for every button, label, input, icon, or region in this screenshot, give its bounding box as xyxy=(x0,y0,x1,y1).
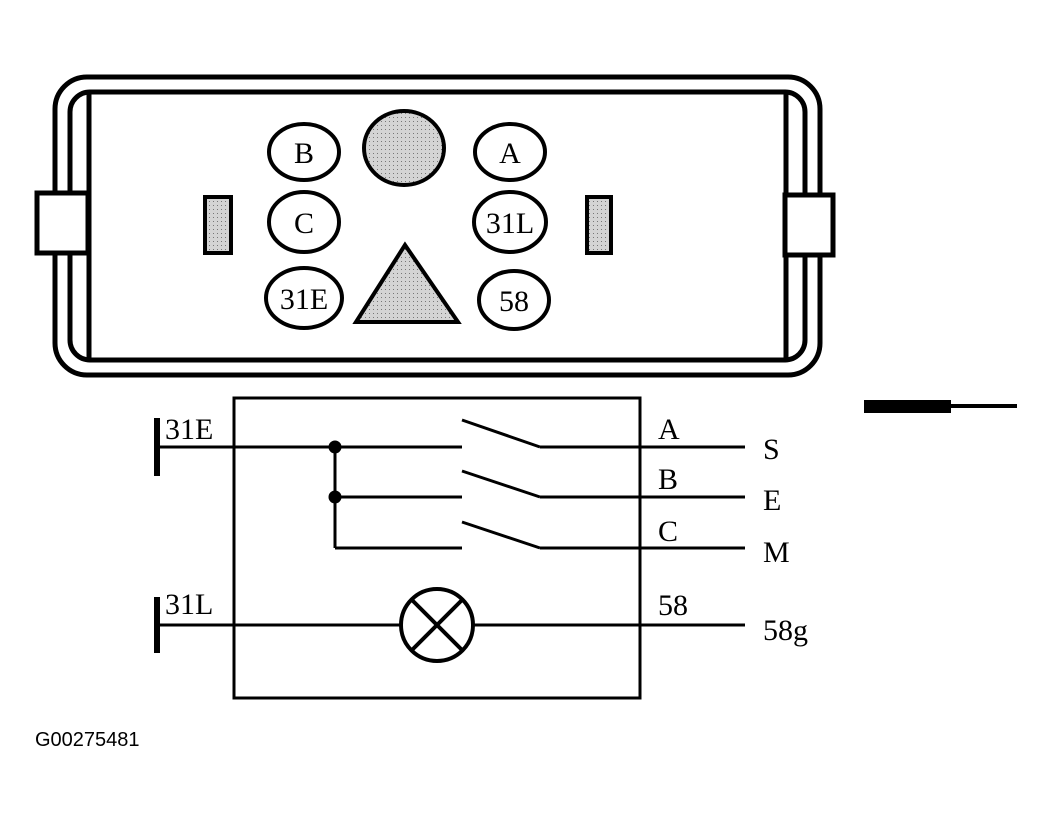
label-s: S xyxy=(763,433,780,466)
label-58g: 58g xyxy=(763,614,808,647)
connector-outer-frame xyxy=(52,74,823,378)
pin-31l-circle xyxy=(472,190,548,254)
label-a: A xyxy=(658,413,680,446)
left-latch xyxy=(34,190,91,256)
pin-31e-label: 31E xyxy=(280,283,328,316)
junction-dot xyxy=(328,490,342,504)
shaded-pin-circle xyxy=(362,109,446,187)
pin-b-circle xyxy=(267,122,341,182)
pin-58-circle xyxy=(477,269,551,331)
connector-face xyxy=(34,74,836,378)
right-latch xyxy=(782,192,836,258)
lamp-icon xyxy=(399,587,475,663)
label-31e: 31E xyxy=(165,413,213,446)
switch-c xyxy=(461,520,541,550)
left-slot xyxy=(203,195,233,255)
pin-b-label: B xyxy=(294,137,314,170)
pin-a-circle xyxy=(473,122,547,182)
label-58: 58 xyxy=(658,589,688,622)
schematic xyxy=(154,396,745,700)
label-m: M xyxy=(763,536,790,569)
pin-31e-circle xyxy=(264,266,344,330)
pin-c-label: C xyxy=(294,207,314,240)
pin-a-label: A xyxy=(499,137,521,170)
figure-id: G00275481 xyxy=(35,729,140,751)
switch-b xyxy=(461,469,541,499)
label-31l: 31L xyxy=(165,588,213,621)
pin-58-label: 58 xyxy=(499,285,529,318)
switch-a xyxy=(461,418,541,449)
label-b: B xyxy=(658,463,678,496)
legend-arrow xyxy=(864,400,1017,413)
right-slot xyxy=(585,195,613,255)
label-c: C xyxy=(658,515,678,548)
pin-31l-label: 31L xyxy=(486,207,534,240)
junction-dot xyxy=(328,440,342,454)
label-e: E xyxy=(763,484,781,517)
pin-c-circle xyxy=(267,190,341,254)
triangle-key xyxy=(352,241,462,324)
